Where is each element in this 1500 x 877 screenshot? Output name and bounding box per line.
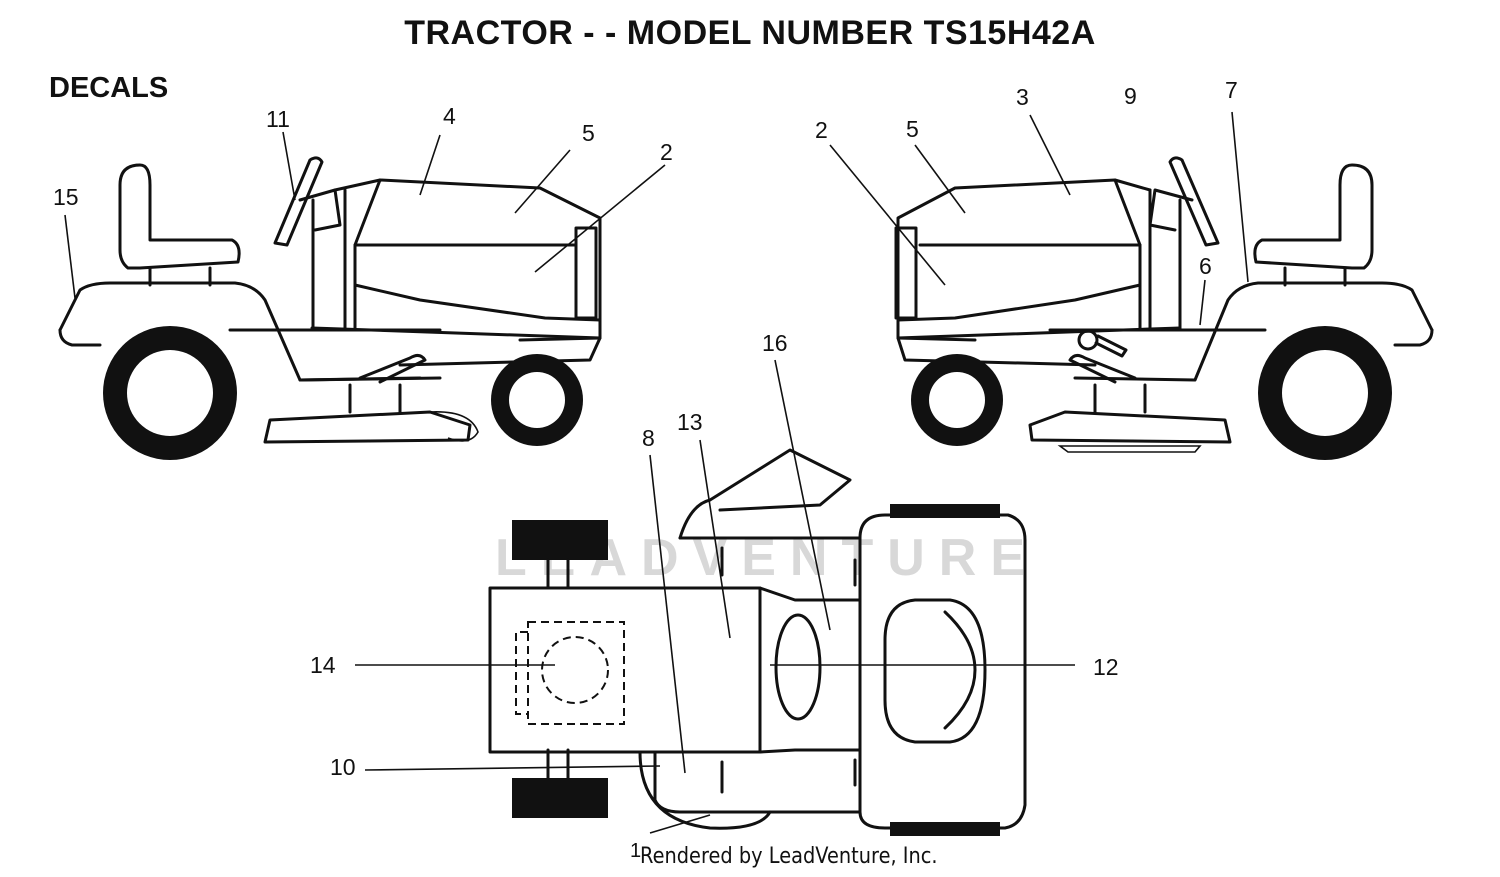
callout-11: 11 — [266, 106, 290, 132]
callout-8: 8 — [642, 425, 655, 451]
callout-13: 13 — [677, 409, 703, 435]
callout-12: 12 — [1093, 654, 1119, 680]
section-label: DECALS — [49, 72, 169, 104]
callout-15: 15 — [53, 184, 79, 210]
callout-7: 7 — [1225, 77, 1238, 103]
page-title: TRACTOR - - MODEL NUMBER TS15H42A — [404, 14, 1096, 52]
callout-3: 3 — [1016, 84, 1029, 110]
leader-lines — [64, 111, 1249, 834]
callout-5: 5 — [582, 120, 595, 146]
callout-6: 6 — [1199, 253, 1212, 279]
callout-4: 4 — [443, 103, 456, 129]
tractor-right-side-view — [894, 156, 1434, 460]
callout-numbers: 11 4 5 2 15 2 5 3 9 7 6 16 8 13 14 12 10… — [53, 77, 1238, 862]
callout-14: 14 — [310, 652, 336, 678]
callout-2-right: 2 — [815, 117, 828, 143]
tractor-left-side-view — [58, 156, 602, 460]
callout-10: 10 — [330, 754, 356, 780]
tractor-top-view — [488, 448, 1027, 836]
callout-1: 1 — [630, 840, 641, 862]
callout-16: 16 — [762, 330, 788, 356]
footer-credit: Rendered by LeadVenture, Inc. — [640, 844, 938, 869]
callout-9: 9 — [1124, 83, 1137, 109]
callout-5-right: 5 — [906, 116, 919, 142]
callout-2: 2 — [660, 139, 673, 165]
